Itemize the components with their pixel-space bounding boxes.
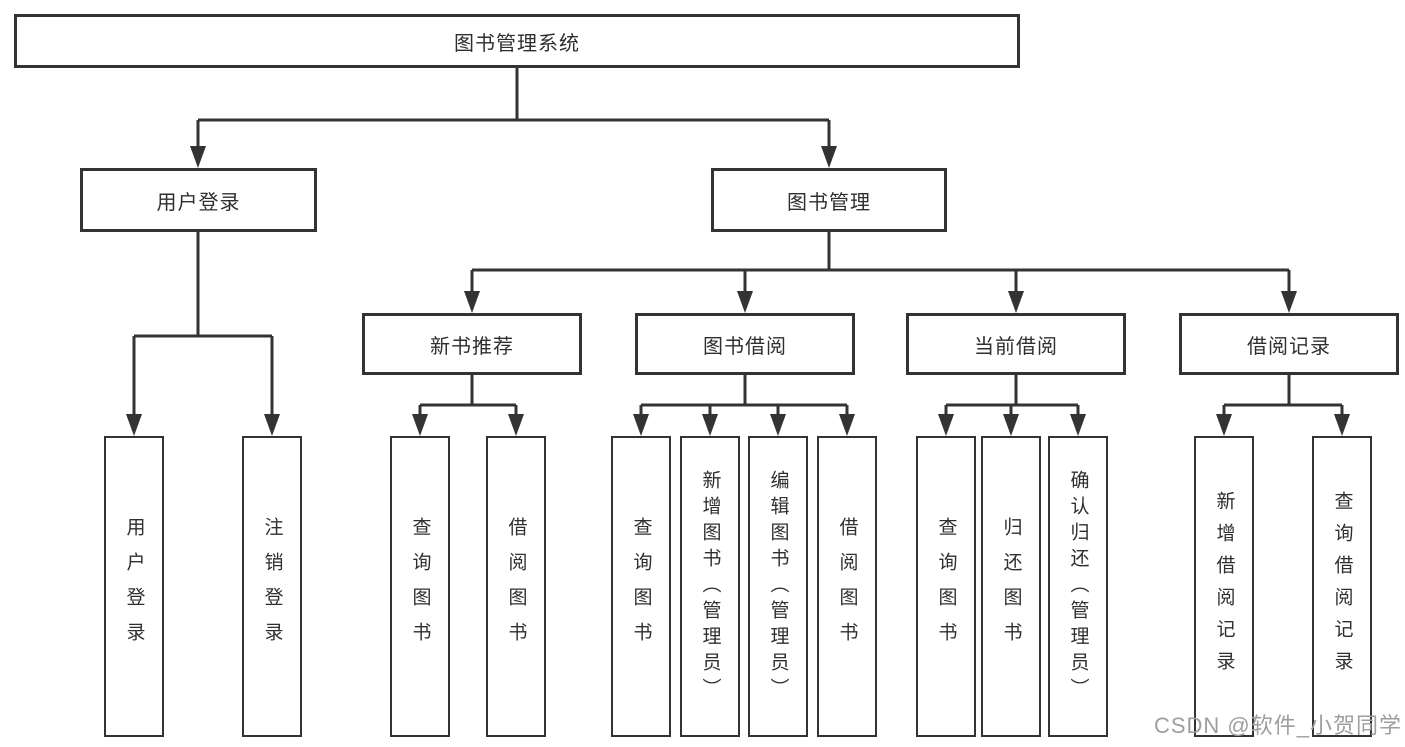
node-book-management: 图书管理 xyxy=(711,168,947,232)
arrow-down-icon xyxy=(737,291,753,313)
connector-root-to-level2 xyxy=(196,68,831,147)
connector-book-borrow-children xyxy=(639,375,849,415)
leaf-bb-borrow-books: 借阅图书 xyxy=(817,436,877,737)
connector-records-children xyxy=(1222,375,1344,415)
leaf-cb-return-books: 归还图书 xyxy=(981,436,1041,737)
arrow-down-icon xyxy=(508,414,524,436)
arrow-down-icon xyxy=(839,414,855,436)
arrow-down-icon xyxy=(1216,414,1232,436)
node-label: 当前借阅 xyxy=(974,335,1058,358)
node-borrow-records: 借阅记录 xyxy=(1179,313,1399,375)
leaf-label: 查询借阅记录 xyxy=(1331,490,1353,683)
arrowheads-new-book xyxy=(412,414,524,436)
arrow-down-icon xyxy=(1334,414,1350,436)
leaf-br-query-record: 查询借阅记录 xyxy=(1312,436,1372,737)
arrow-down-icon xyxy=(702,414,718,436)
leaf-label: 查询图书 xyxy=(630,516,652,657)
connector-current-borrow-children xyxy=(944,375,1080,415)
leaf-user-login: 用户登录 xyxy=(104,436,164,737)
leaf-label: 用户登录 xyxy=(123,516,145,657)
node-book-borrow: 图书借阅 xyxy=(635,313,855,375)
arrowheads-current-borrow xyxy=(938,414,1086,436)
csdn-watermark: CSDN @软件_小贺同学 xyxy=(1153,713,1402,738)
arrow-down-icon xyxy=(1003,414,1019,436)
node-label: 图书管理 xyxy=(787,191,871,214)
node-label: 图书借阅 xyxy=(703,335,787,358)
leaf-label: 借阅图书 xyxy=(836,516,858,657)
leaf-bb-add-books-admin: 新增图书（管理员） xyxy=(680,436,740,737)
arrow-down-icon xyxy=(1281,291,1297,313)
node-label: 用户登录 xyxy=(156,191,241,214)
arrow-down-icon xyxy=(126,414,142,436)
leaf-label: 归还图书 xyxy=(1000,516,1022,657)
node-new-book-recommend: 新书推荐 xyxy=(362,313,582,375)
arrowheads-user-login xyxy=(126,414,280,436)
arrow-down-icon xyxy=(1008,291,1024,313)
leaf-bb-query-books: 查询图书 xyxy=(611,436,671,737)
leaf-label: 查询图书 xyxy=(409,516,431,657)
node-user-login: 用户登录 xyxy=(80,168,317,232)
connector-new-book-children xyxy=(418,375,518,415)
leaf-label: 新增图书（管理员） xyxy=(699,469,721,704)
arrow-down-icon xyxy=(1070,414,1086,436)
leaf-bb-edit-books-admin: 编辑图书（管理员） xyxy=(748,436,808,737)
leaf-label: 新增借阅记录 xyxy=(1213,490,1235,683)
leaf-logout: 注销登录 xyxy=(242,436,302,737)
arrowheads-records xyxy=(1216,414,1350,436)
arrow-down-icon xyxy=(938,414,954,436)
leaf-label: 借阅图书 xyxy=(505,516,527,657)
arrow-down-icon xyxy=(464,291,480,313)
leaf-label: 编辑图书（管理员） xyxy=(767,469,789,704)
arrowheads-level3 xyxy=(464,291,1297,313)
leaf-cb-confirm-return-admin: 确认归还（管理员） xyxy=(1048,436,1108,737)
node-label: 图书管理系统 xyxy=(454,32,580,55)
arrow-down-icon xyxy=(770,414,786,436)
node-label: 借阅记录 xyxy=(1247,335,1331,358)
arrow-down-icon xyxy=(821,146,837,168)
arrow-down-icon xyxy=(190,146,206,168)
leaf-label: 注销登录 xyxy=(261,516,283,657)
leaf-label: 确认归还（管理员） xyxy=(1067,469,1089,704)
arrow-down-icon xyxy=(264,414,280,436)
leaf-label: 查询图书 xyxy=(935,516,957,657)
arrow-down-icon xyxy=(633,414,649,436)
connector-user-login-children xyxy=(132,232,274,415)
arrowheads-book-borrow xyxy=(633,414,855,436)
node-root-library-system: 图书管理系统 xyxy=(14,14,1020,68)
leaf-nb-query-books: 查询图书 xyxy=(390,436,450,737)
leaf-cb-query-books: 查询图书 xyxy=(916,436,976,737)
leaf-br-add-record: 新增借阅记录 xyxy=(1194,436,1254,737)
connector-book-management-level3 xyxy=(470,232,1291,292)
leaf-nb-borrow-books: 借阅图书 xyxy=(486,436,546,737)
node-label: 新书推荐 xyxy=(430,335,514,358)
arrow-down-icon xyxy=(412,414,428,436)
arrowheads-level2 xyxy=(190,146,837,168)
node-current-borrow: 当前借阅 xyxy=(906,313,1126,375)
